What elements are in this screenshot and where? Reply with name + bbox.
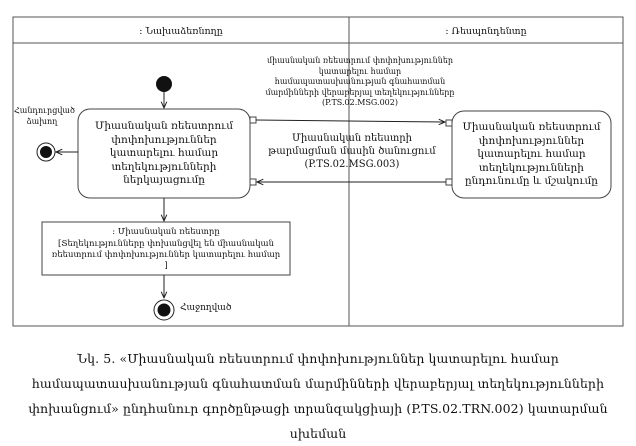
object-node-unified-registry xyxy=(41,221,291,276)
activity-submit-label: Միասնական ռեեստրում փոփոխություններ կատա… xyxy=(94,120,234,187)
success-end-node-inner xyxy=(157,303,171,317)
figure-caption: Նկ. 5. «Միասնական ռեեստրում փոփոխություն… xyxy=(28,351,608,441)
message-response-label: Միասնական ռեեստրի թարմացման մասին ծանուց… xyxy=(268,133,436,170)
pin-receive-out xyxy=(445,178,453,186)
pin-out xyxy=(249,116,257,124)
lane-title-respondent: : Ռեսպոնդենտը xyxy=(445,26,527,37)
object-node-title: : Միասնական ռեեստրը xyxy=(112,226,220,237)
initial-node xyxy=(156,76,172,92)
pin-receive-in xyxy=(445,119,453,127)
activity-receive xyxy=(451,110,612,199)
cancel-end-node-inner xyxy=(40,146,52,158)
success-end-label: Հաջողված xyxy=(180,303,232,313)
activity-receive-label: Միասնական ռեեստրում փոփոխություններ կատա… xyxy=(462,121,601,188)
process-diagram xyxy=(12,16,624,327)
cancel-end-label: Հանդուրցված ձախող xyxy=(14,106,75,126)
message-request-label: միասնական ռեեստրում փոփոխություններ կատա… xyxy=(265,56,455,107)
lane-title-initiator: : Նախաձեռնողը xyxy=(139,26,223,37)
object-node-body: [Տեղեկությունները փոխանցվել են միասնական… xyxy=(51,238,281,271)
flow-request xyxy=(255,120,445,122)
pin-in xyxy=(249,178,257,186)
swimlane-frame xyxy=(12,16,624,327)
